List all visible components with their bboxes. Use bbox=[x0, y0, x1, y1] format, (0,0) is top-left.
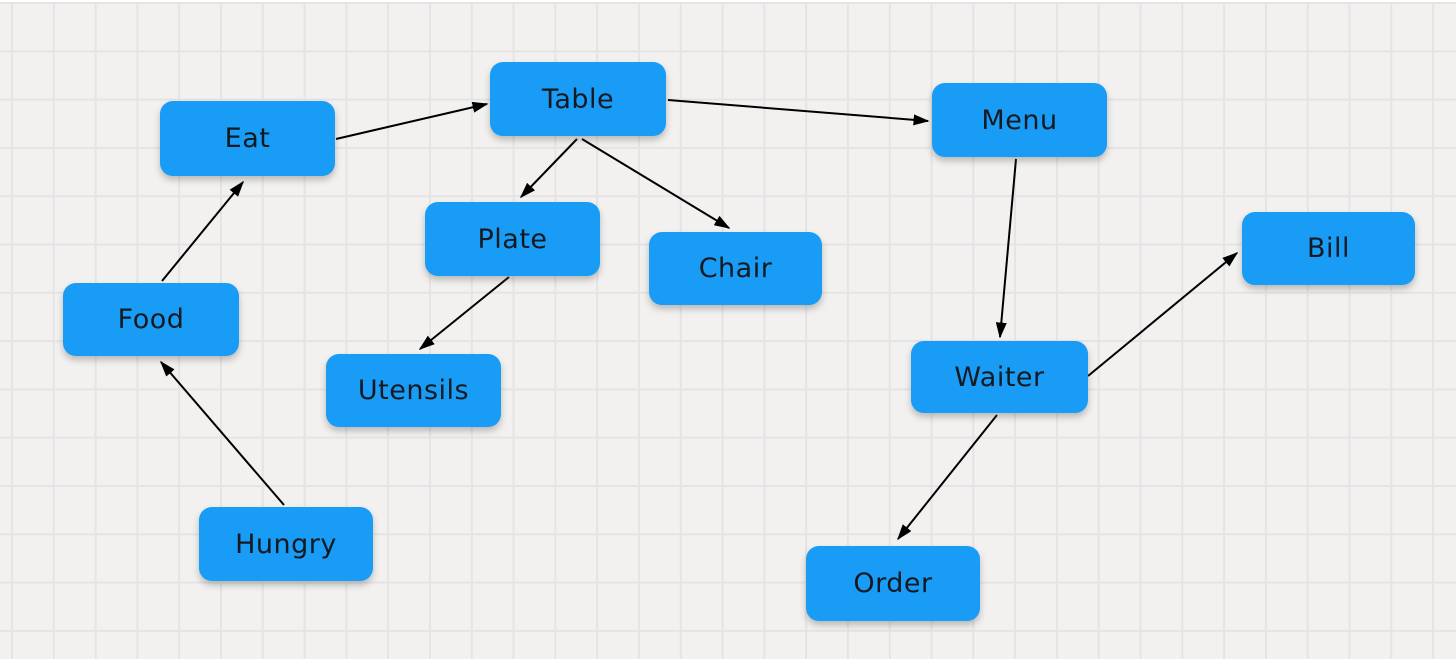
node-utensils[interactable]: Utensils bbox=[326, 354, 501, 427]
node-plate-label: Plate bbox=[477, 223, 548, 255]
edge-table-plate[interactable] bbox=[519, 138, 578, 199]
edge-table-menu[interactable] bbox=[667, 99, 930, 126]
node-order-label: Order bbox=[853, 568, 933, 599]
node-bill[interactable]: Bill bbox=[1242, 212, 1415, 285]
node-utensils-label: Utensils bbox=[357, 375, 470, 406]
edge-plate-utensils[interactable] bbox=[418, 276, 510, 350]
node-food[interactable]: Food bbox=[63, 283, 239, 356]
edge-food-eat[interactable] bbox=[161, 180, 244, 282]
node-bill-label: Bill bbox=[1306, 233, 1351, 264]
node-food-label: Food bbox=[117, 304, 185, 335]
canvas-top-edge bbox=[0, 0, 1456, 2]
node-waiter-label: Waiter bbox=[954, 361, 1045, 393]
node-plate[interactable]: Plate bbox=[425, 202, 600, 276]
node-menu-label: Menu bbox=[981, 104, 1058, 136]
node-chair[interactable]: Chair bbox=[649, 232, 822, 305]
edge-hungry-food[interactable] bbox=[160, 360, 285, 506]
node-eat[interactable]: Eat bbox=[160, 101, 335, 176]
node-hungry[interactable]: Hungry bbox=[199, 507, 373, 581]
node-hungry-label: Hungry bbox=[235, 528, 337, 560]
edge-waiter-bill[interactable] bbox=[1087, 252, 1239, 377]
node-chair-label: Chair bbox=[698, 253, 773, 284]
node-table-label: Table bbox=[541, 83, 615, 115]
node-table[interactable]: Table bbox=[490, 62, 666, 136]
edge-table-chair[interactable] bbox=[581, 138, 731, 229]
edge-eat-table[interactable] bbox=[335, 101, 489, 140]
node-menu[interactable]: Menu bbox=[932, 83, 1107, 157]
node-eat-label: Eat bbox=[224, 123, 271, 154]
edge-waiter-order[interactable] bbox=[897, 414, 998, 541]
edge-menu-waiter[interactable] bbox=[995, 158, 1017, 339]
node-order[interactable]: Order bbox=[806, 546, 980, 621]
node-waiter[interactable]: Waiter bbox=[911, 341, 1088, 413]
